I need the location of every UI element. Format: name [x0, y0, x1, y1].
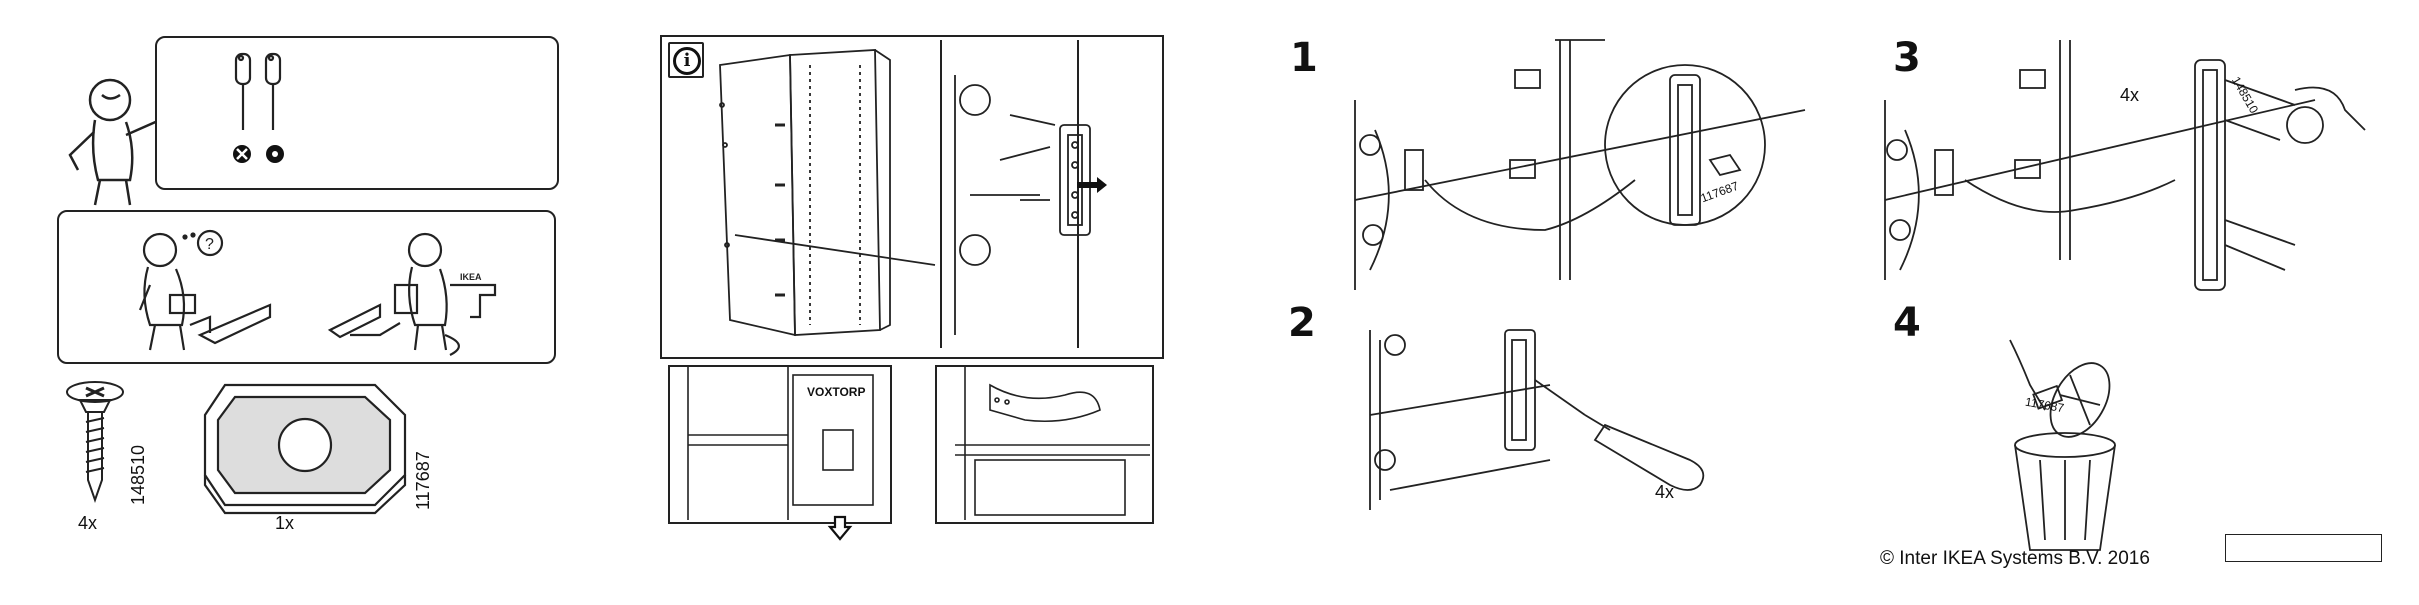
step-1-number: 1 [1290, 35, 1318, 81]
figure-reading-manual-icon: IKEA [320, 225, 560, 365]
tools-panel [50, 30, 570, 195]
step-3-illustration [1875, 30, 2345, 290]
blank-code-field [2225, 534, 2382, 562]
step-3-qty: 4x [2120, 85, 2139, 106]
svg-text:IKEA: IKEA [460, 272, 482, 282]
figure-confused-icon: ? [110, 225, 350, 365]
detail-bracket-illustration [940, 45, 1090, 345]
trash-bin-icon [2000, 320, 2170, 560]
info-icon: i [668, 42, 704, 78]
bracket-qty: 1x [275, 513, 294, 534]
screw-qty: 4x [78, 513, 97, 534]
step-2-number: 2 [1288, 300, 1316, 346]
screw-code: 148510 [128, 445, 149, 505]
tools-box [155, 36, 559, 190]
screwdriver-icon [230, 50, 310, 190]
bracket-code: 117687 [413, 451, 434, 510]
step-1-illustration [1345, 30, 1765, 290]
arrow-down-icon [828, 515, 852, 541]
cabinet-illustration [700, 45, 950, 355]
screw-icon [60, 380, 130, 510]
door-brand-label: VOXTORP [807, 385, 865, 399]
svg-text:?: ? [205, 236, 214, 253]
step-2-qty: 4x [1655, 482, 1674, 503]
figure-pointing-icon [50, 60, 170, 225]
copyright-text: © Inter IKEA Systems B.V. 2016 [1880, 548, 2150, 570]
step-4-number: 4 [1893, 300, 1921, 346]
door-hinge-illustration [935, 365, 1150, 520]
connector-bracket-icon [200, 375, 420, 515]
step-2-illustration [1350, 320, 1750, 520]
